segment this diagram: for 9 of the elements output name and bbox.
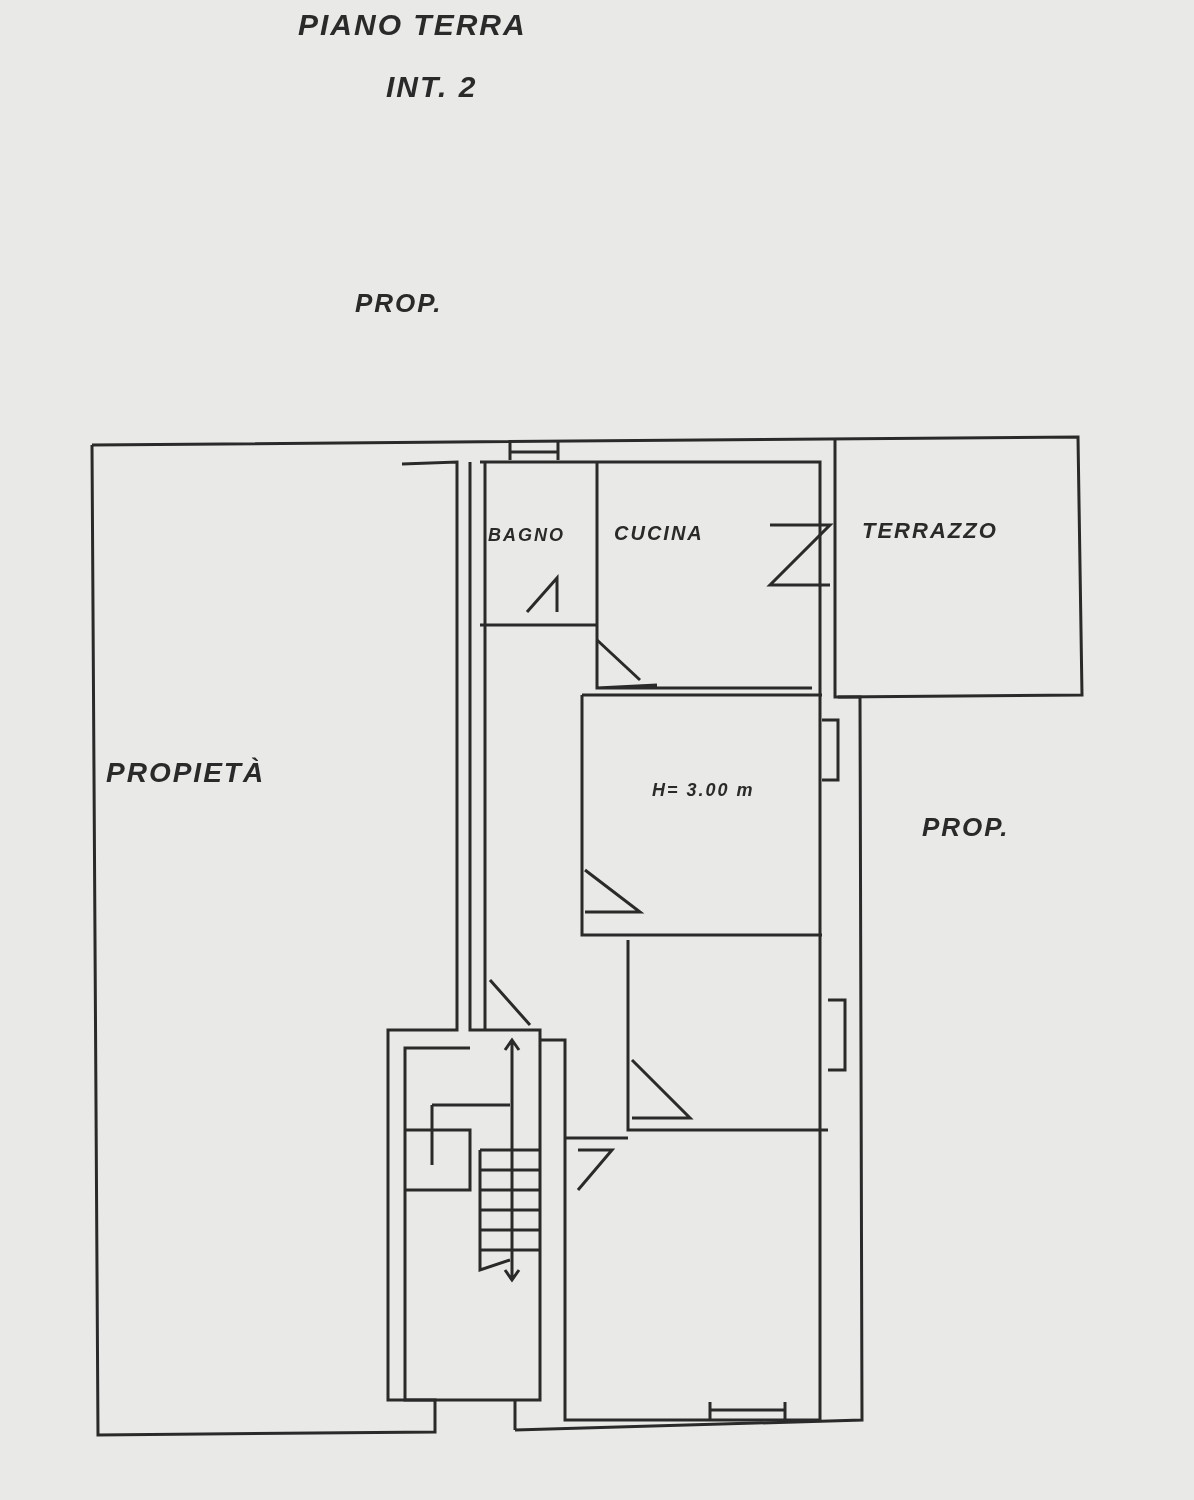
- room-label: BAGNO: [488, 525, 565, 546]
- title: PIANO TERRA: [298, 8, 527, 42]
- unit-number: INT. 2: [386, 70, 478, 104]
- room-label: TERRAZZO: [862, 518, 998, 544]
- ceiling-height: H= 3.00 m: [652, 780, 755, 801]
- room-label: CUCINA: [614, 522, 704, 545]
- owner-label: PROPIETÀ: [106, 757, 266, 789]
- owner-label: PROP.: [922, 812, 1010, 843]
- owner-label: PROP.: [355, 288, 443, 319]
